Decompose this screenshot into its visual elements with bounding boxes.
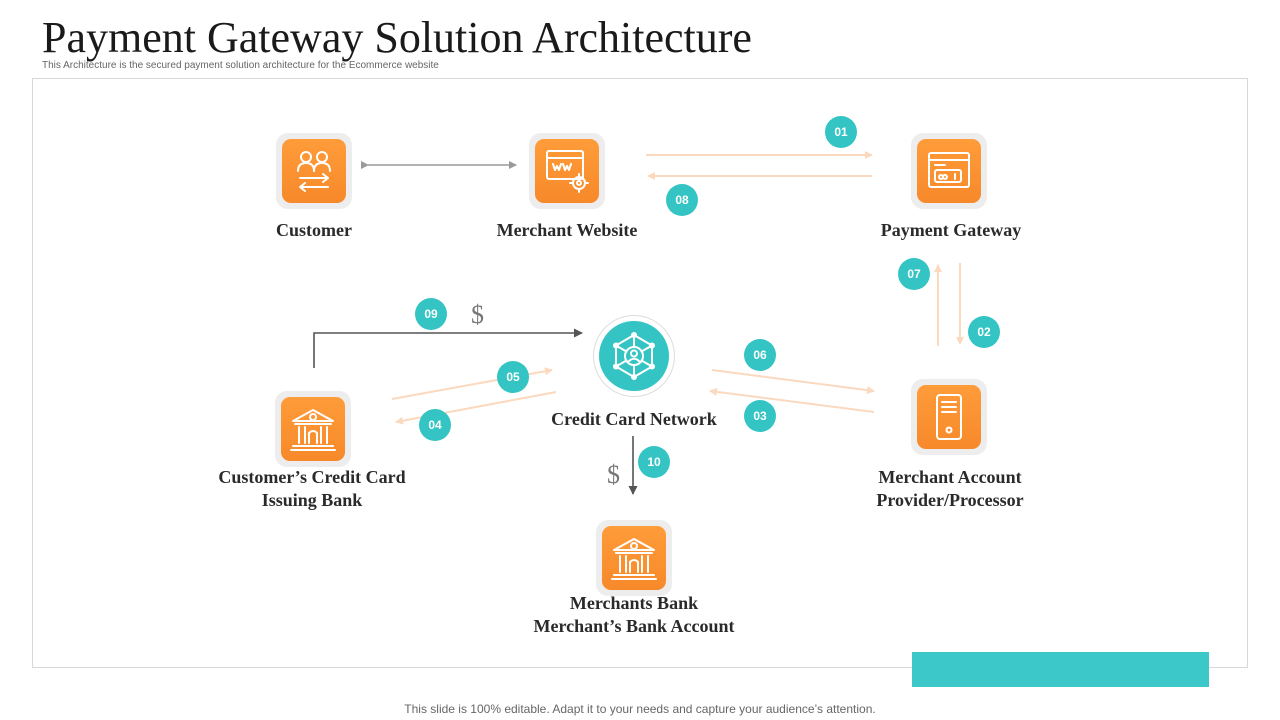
merchant-processor-label: Merchant Account Provider/Processor [830,466,1070,512]
issuing-bank-label: Customer’s Credit Card Issuing Bank [172,466,452,512]
credit-card-network-node[interactable] [593,315,675,397]
step-badge-08: 08 [666,184,698,216]
step-badge-10: 10 [638,446,670,478]
arrow-step-03 [709,387,875,413]
network-hub-icon [613,332,655,380]
issuing-bank-label-line1: Customer’s Credit Card [218,467,406,487]
step-badge-05: 05 [497,361,529,393]
merchant-website-node[interactable] [529,133,605,209]
merchant-processor-node[interactable] [911,379,987,455]
merchant-processor-label-line2: Provider/Processor [876,490,1024,510]
merchant-website-label: Merchant Website [496,220,638,240]
issuing-bank-node[interactable] [275,391,351,467]
customer-node[interactable] [276,133,352,209]
step-badge-02: 02 [968,316,1000,348]
arrow-step-06 [711,369,875,395]
dollar-sign-step-09: $ [471,300,484,329]
step-badge-03: 03 [744,400,776,432]
dollar-sign-step-10: $ [607,460,620,489]
server-icon [936,394,962,440]
step-badge-04: 04 [419,409,451,441]
accent-bar [912,652,1209,687]
payment-gateway-label: Payment Gateway [880,220,1022,240]
arrow-step-09 [313,328,583,368]
merchants-bank-label-line2: Merchant’s Bank Account [533,616,735,636]
step-badge-09: 09 [415,298,447,330]
merchants-bank-label: Merchants Bank Merchant’s Bank Account [494,592,774,638]
diagram-frame [32,78,1248,668]
credit-card-network-label: Credit Card Network [551,409,717,429]
step-badge-01: 01 [825,116,857,148]
merchant-processor-label-line1: Merchant Account [878,467,1022,487]
step-badge-07: 07 [898,258,930,290]
payment-gateway-node[interactable] [911,133,987,209]
merchants-bank-label-line1: Merchants Bank [569,593,699,613]
bank-icon [290,409,336,451]
bank-icon [611,538,657,580]
footer-note: This slide is 100% editable. Adapt it to… [404,702,876,716]
issuing-bank-label-line2: Issuing Bank [261,490,363,510]
browser-card-icon [928,152,970,188]
web-settings-icon [546,150,589,193]
merchants-bank-node[interactable] [596,520,672,596]
step-badge-06: 06 [744,339,776,371]
users-exchange-icon [297,151,331,192]
page-subtitle: This Architecture is the secured payment… [42,60,439,71]
page-title: Payment Gateway Solution Architecture [42,13,752,62]
customer-label: Customer [276,220,352,240]
